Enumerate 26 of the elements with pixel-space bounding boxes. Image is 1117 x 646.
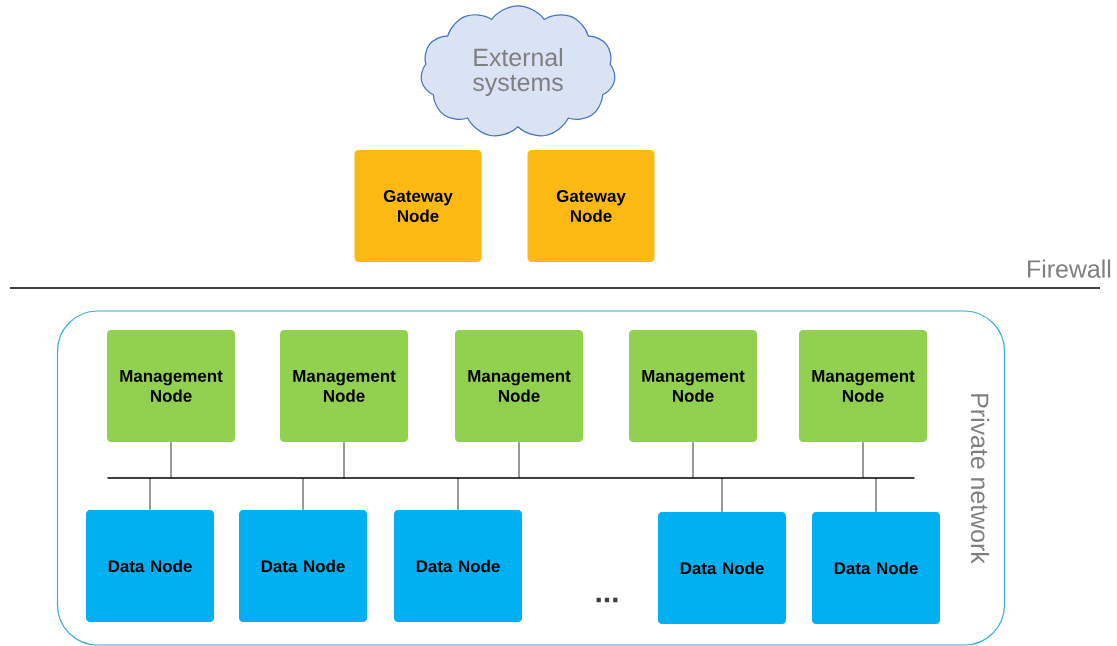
bus-line <box>107 477 915 479</box>
connector-line <box>149 477 151 511</box>
data-box: Data Node <box>394 510 522 622</box>
management-box: Management Node <box>280 330 408 442</box>
data-box: Data Node <box>812 512 940 624</box>
connector-line <box>875 477 877 513</box>
gateway-box: Gateway Node <box>527 150 655 262</box>
data-box: Data Node <box>86 510 214 622</box>
management-box: Management Node <box>799 330 927 442</box>
cloud: External systems <box>420 5 616 137</box>
firewall-label: Firewall <box>1028 259 1111 278</box>
connector-line <box>343 441 345 479</box>
connector-line <box>721 477 723 513</box>
ellipsis: ... <box>596 597 618 603</box>
connector-line <box>457 477 459 511</box>
management-box: Management Node <box>629 330 757 442</box>
connector-line <box>170 441 172 479</box>
connector-line <box>692 441 694 479</box>
connector-line <box>518 441 520 479</box>
connector-line <box>302 477 304 511</box>
data-box: Data Node <box>239 510 367 622</box>
gateway-box: Gateway Node <box>354 150 482 262</box>
management-box: Management Node <box>107 330 235 442</box>
connector-line <box>862 441 864 479</box>
management-box: Management Node <box>455 330 583 442</box>
data-box: Data Node <box>658 512 786 624</box>
